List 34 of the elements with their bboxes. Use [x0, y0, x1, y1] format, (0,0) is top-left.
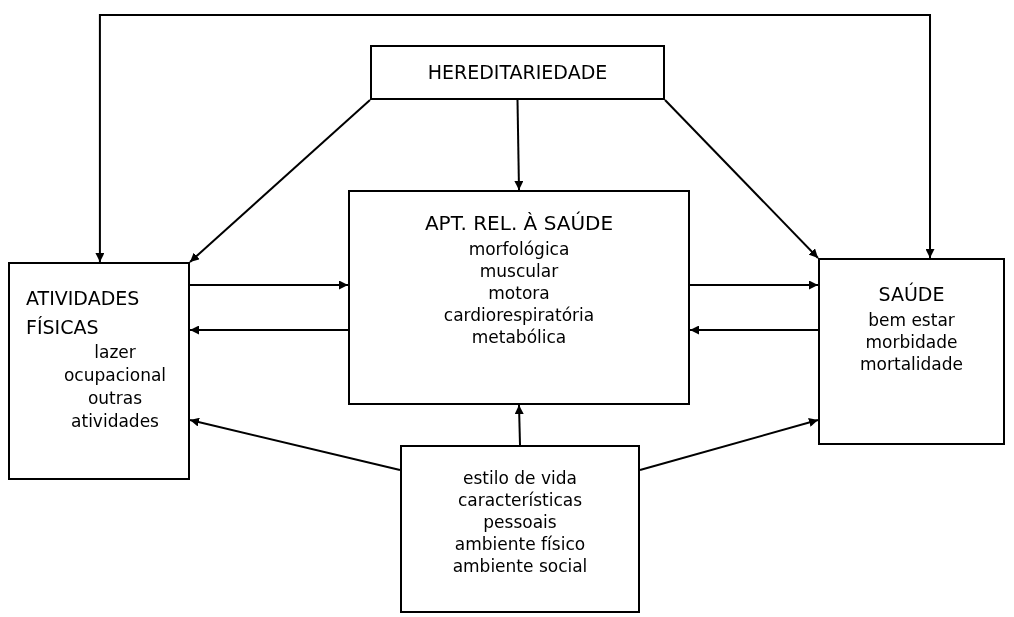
- list-item: mortalidade: [860, 352, 963, 375]
- arrow: [689, 325, 819, 335]
- text-box: [348, 190, 690, 405]
- arrow: [189, 417, 401, 471]
- arrow: [514, 99, 524, 191]
- list-item: motora: [488, 282, 550, 305]
- list-item: bem estar: [868, 308, 955, 331]
- list-item: lazer: [93, 341, 137, 364]
- list-item: morfológica: [468, 238, 570, 261]
- text-box: [400, 445, 640, 613]
- arrow: [189, 325, 349, 335]
- list-item: ocupacional: [62, 363, 168, 387]
- heading: SAÚDE: [878, 281, 945, 307]
- list-item: cardiorespiratória: [443, 304, 595, 327]
- arrow: [189, 280, 349, 290]
- arrow: [189, 99, 371, 263]
- list-item: metabólica: [471, 326, 567, 349]
- arrow: [689, 280, 819, 290]
- text-box: [818, 258, 1005, 445]
- list-item: estilo de vida: [462, 467, 578, 490]
- text-box: [370, 45, 665, 100]
- list-item: outras atividades: [70, 386, 160, 433]
- list-item: muscular: [479, 260, 559, 283]
- heading: ATIVIDADES FÍSICAS: [26, 286, 141, 340]
- arrow: [639, 418, 819, 471]
- arrow: [664, 99, 819, 259]
- heading: HEREDITARIEDADE: [427, 60, 608, 86]
- list-item: ambiente físico: [453, 533, 587, 556]
- list-item: ambiente social: [451, 555, 589, 578]
- arrow: [95, 14, 935, 263]
- heading: APT. REL. À SAÚDE: [424, 210, 614, 237]
- text-box: [8, 262, 190, 480]
- list-item: morbidade: [865, 330, 958, 353]
- arrow: [514, 404, 524, 446]
